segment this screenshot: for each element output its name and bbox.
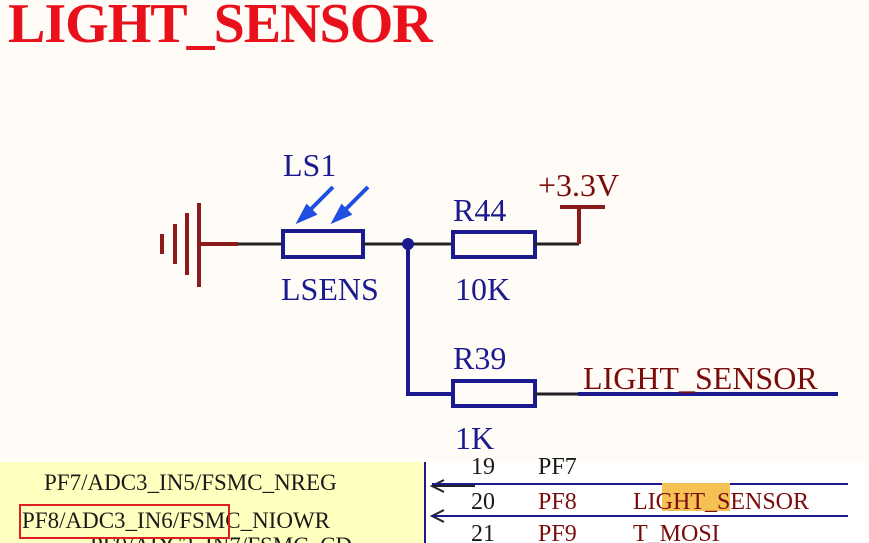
r39-designator: R39 — [453, 340, 506, 376]
pin-highlight-box — [19, 504, 230, 539]
schematic-panel — [0, 0, 869, 462]
pin-port-pf8: PF8 — [538, 489, 577, 515]
pin-port-pf9: PF9 — [538, 521, 577, 543]
pin-net-light-sensor: LIGHT_SENSOR — [633, 489, 809, 515]
pin-name-pf8: PF8/ADC3_IN6/FSMC_NIOWR — [22, 508, 331, 533]
r44-body — [451, 230, 537, 259]
pin-number-19: 19 — [471, 454, 495, 480]
power-label: +3.3V — [538, 167, 619, 203]
pin-port-pf7: PF7 — [538, 454, 577, 480]
pin-number-21: 21 — [471, 521, 495, 543]
schematic-title: LIGHT_SENSOR — [8, 0, 433, 55]
pin-number-20: 20 — [471, 489, 495, 515]
r44-value: 10K — [455, 271, 510, 307]
ls1-designator: LS1 — [283, 147, 336, 183]
pin-names-block — [0, 462, 425, 543]
r39-value: 1K — [455, 420, 494, 456]
light-arrows-icon — [295, 185, 370, 225]
ls1-value: LSENS — [281, 271, 379, 307]
power-symbol — [560, 205, 605, 244]
r39-body — [451, 379, 537, 408]
pin-name-pf7: PF7/ADC3_IN5/FSMC_NREG — [44, 470, 337, 495]
ground-symbol — [160, 203, 238, 287]
wire-node-r39 — [406, 244, 453, 396]
search-highlight — [662, 483, 730, 511]
ls1-body — [281, 229, 365, 259]
pin-net-t-mosi: T_MOSI — [633, 521, 720, 543]
net-label-light-sensor: LIGHT_SENSOR — [583, 360, 818, 396]
r44-designator: R44 — [453, 192, 506, 228]
